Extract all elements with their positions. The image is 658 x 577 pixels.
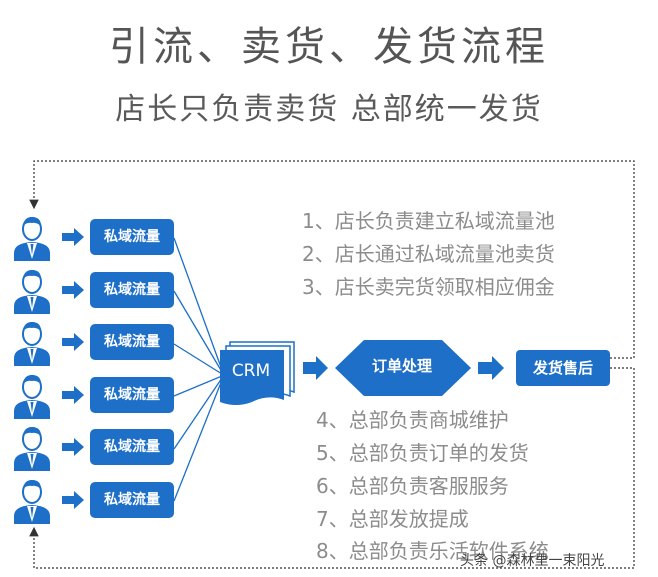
person-icon xyxy=(10,425,54,471)
private-traffic-box: 私域流量 xyxy=(90,482,174,518)
step-2: 2、店长通过私域流量池卖货 xyxy=(302,242,555,266)
arrow-crm-to-order xyxy=(303,356,328,380)
step-7: 7、总部发放提成 xyxy=(316,507,469,531)
arrow-right-icon xyxy=(62,228,84,246)
private-traffic-box: 私域流量 xyxy=(90,219,174,255)
step-8: 8、总部负责乐活软件系统 xyxy=(316,539,549,563)
private-traffic-box: 私域流量 xyxy=(90,429,174,465)
step-3: 3、店长卖完货领取相应佣金 xyxy=(302,275,555,299)
traffic-to-crm-lines xyxy=(173,237,223,502)
feedback-loop-bottom xyxy=(29,367,635,569)
order-processing-shape xyxy=(335,340,471,396)
watermark: 头条 @森林里一束阳光 xyxy=(460,553,605,569)
step-6: 6、总部负责客服服务 xyxy=(316,474,509,498)
person-icon xyxy=(10,373,54,419)
crm-label: CRM xyxy=(231,361,271,381)
step-1: 1、店长负责建立私域流量池 xyxy=(302,209,555,233)
page-subtitle: 店长只负责卖货 总部统一发货 xyxy=(115,92,543,127)
order-processing-label: 订单处理 xyxy=(371,357,432,375)
after-sales-box: 发货售后 xyxy=(516,350,610,386)
arrow-right-icon xyxy=(62,386,84,404)
arrow-right-icon xyxy=(62,281,84,299)
person-icon xyxy=(10,268,54,314)
step-4: 4、总部负责商城维护 xyxy=(316,408,509,432)
arrow-order-to-aftersales xyxy=(478,356,504,380)
person-icon xyxy=(10,215,54,261)
private-traffic-box: 私域流量 xyxy=(90,377,174,413)
arrow-right-icon xyxy=(62,438,84,456)
person-icon xyxy=(10,320,54,366)
page-title: 引流、卖货、发货流程 xyxy=(109,24,549,70)
person-icon xyxy=(10,478,54,524)
feedback-loop-top xyxy=(29,160,635,359)
arrow-right-icon xyxy=(62,491,84,509)
crm-document-stack xyxy=(220,341,295,405)
arrow-right-icon xyxy=(62,333,84,351)
step-5: 5、总部负责订单的发货 xyxy=(316,441,529,465)
private-traffic-box: 私域流量 xyxy=(90,324,174,360)
private-traffic-box: 私域流量 xyxy=(90,272,174,308)
